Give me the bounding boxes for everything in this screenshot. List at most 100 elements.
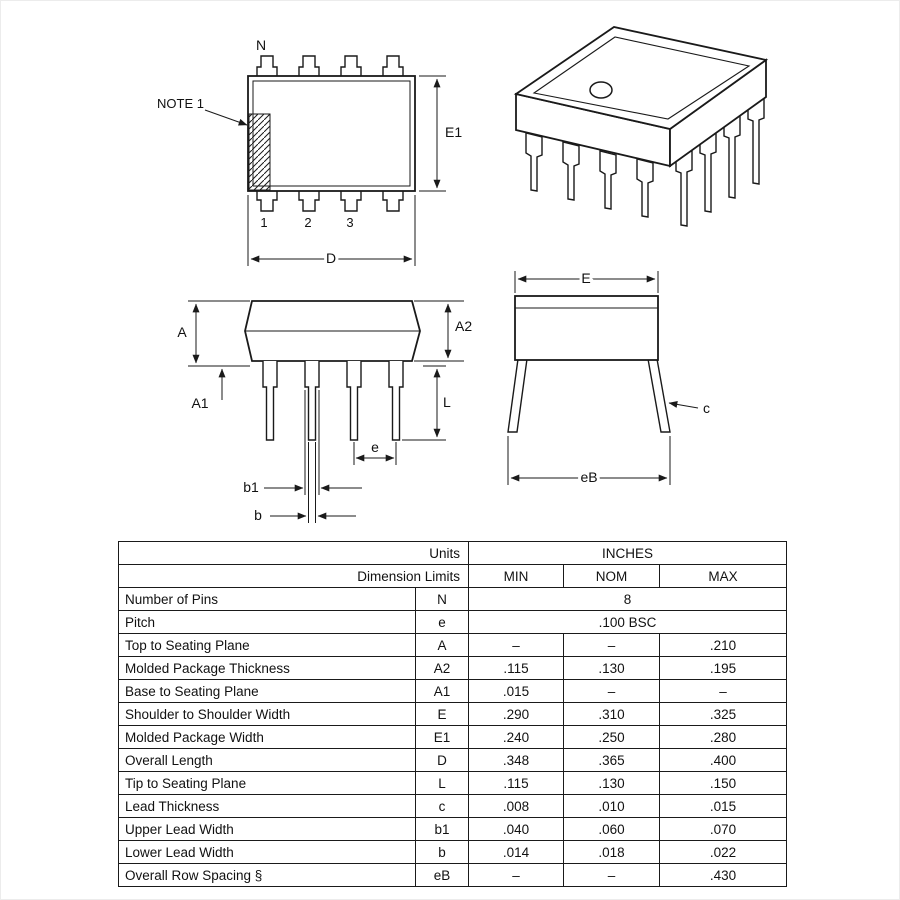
end-view-body <box>514 295 659 361</box>
row-symbol: E <box>414 702 470 726</box>
e-width-dimension <box>514 271 659 293</box>
row-min: .008 <box>468 794 565 818</box>
table-row: Base to Seating Plane A1 .015 – – <box>118 679 788 703</box>
row-symbol: b1 <box>414 817 470 841</box>
inches-header: INCHES <box>468 541 788 565</box>
e-dimension-label: e <box>371 439 379 455</box>
row-symbol: N <box>414 587 470 611</box>
table-row: Number of Pins N 8 <box>118 587 788 611</box>
l-dimension <box>402 365 446 441</box>
b1-dimension-label: b1 <box>243 479 259 495</box>
top-view-pins-lower <box>256 190 404 212</box>
lead-icon <box>699 132 717 213</box>
row-nom: .018 <box>563 840 661 864</box>
row-nom: .130 <box>563 656 661 680</box>
c-dimension-label: c <box>703 400 710 416</box>
lead-icon <box>599 150 617 210</box>
row-max: – <box>659 679 788 703</box>
row-symbol: e <box>414 610 470 634</box>
row-nom: .130 <box>563 771 661 795</box>
table-row: Top to Seating Plane A – – .210 <box>118 633 788 657</box>
iso-top-face <box>513 26 769 130</box>
row-nom: .310 <box>563 702 661 726</box>
row-name: Shoulder to Shoulder Width <box>118 702 416 726</box>
iso-front-legs <box>525 132 654 218</box>
table-row: Lead Thickness c .008 .010 .015 <box>118 794 788 818</box>
max-header: MAX <box>659 564 788 588</box>
table-row: Upper Lead Width b1 .040 .060 .070 <box>118 817 788 841</box>
table-row: Molded Package Width E1 .240 .250 .280 <box>118 725 788 749</box>
row-name: Top to Seating Plane <box>118 633 416 657</box>
row-nom: .010 <box>563 794 661 818</box>
row-nom: – <box>563 679 661 703</box>
pin1-dimple-icon <box>589 81 613 99</box>
a-dimension-label: A <box>177 324 187 340</box>
row-max: .280 <box>659 725 788 749</box>
units-header: Units <box>117 541 470 565</box>
lead-icon <box>388 361 404 441</box>
b-dimension <box>270 442 356 523</box>
row-min: .015 <box>468 679 565 703</box>
table-row: Shoulder to Shoulder Width E .290 .310 .… <box>118 702 788 726</box>
row-symbol: L <box>414 771 470 795</box>
e-width-dimension-label: E <box>581 270 590 286</box>
lead-icon <box>346 361 362 441</box>
side-view-drawing: A A1 A2 L e b1 b <box>177 300 472 523</box>
note1-leader-arrow <box>204 109 248 126</box>
row-symbol: E1 <box>414 725 470 749</box>
row-min: – <box>468 633 565 657</box>
row-max: .070 <box>659 817 788 841</box>
lead-icon <box>262 361 278 441</box>
row-name: Molded Package Width <box>118 725 416 749</box>
units-header-row: Units INCHES <box>117 541 788 565</box>
row-nom: .365 <box>563 748 661 772</box>
row-min: .290 <box>468 702 565 726</box>
lead-icon <box>723 115 741 199</box>
row-max: .022 <box>659 840 788 864</box>
pin-number-3: 3 <box>346 215 353 230</box>
row-name: Lower Lead Width <box>118 840 416 864</box>
table-row: Tip to Seating Plane L .115 .130 .150 <box>118 771 788 795</box>
pin-icon <box>298 190 320 212</box>
c-leader-arrow <box>668 400 699 409</box>
lead-icon <box>507 358 528 433</box>
row-name: Overall Length <box>118 748 416 772</box>
row-symbol: b <box>414 840 470 864</box>
row-symbol: A2 <box>414 656 470 680</box>
l-dimension-label: L <box>443 394 451 410</box>
row-name: Molded Package Thickness <box>118 656 416 680</box>
dimension-limits-header-row: Dimension Limits MIN NOM MAX <box>117 564 788 588</box>
pin-number-1: 1 <box>260 215 267 230</box>
a2-dimension-label: A2 <box>455 318 472 334</box>
row-symbol: A1 <box>414 679 470 703</box>
isometric-view-drawing <box>513 26 769 227</box>
pin-icon <box>256 55 278 77</box>
lead-icon <box>747 98 765 185</box>
pin-icon <box>256 190 278 212</box>
row-symbol: A <box>414 633 470 657</box>
row-name: Tip to Seating Plane <box>118 771 416 795</box>
lead-icon <box>304 361 320 441</box>
row-name: Upper Lead Width <box>118 817 416 841</box>
row-nom: – <box>563 633 661 657</box>
row-symbol: eB <box>414 863 470 887</box>
top-view-drawing: N NOTE 1 1 2 3 E1 D <box>157 37 462 269</box>
row-nom: – <box>563 863 661 887</box>
iso-top-chamfer <box>532 36 751 120</box>
lead-icon <box>636 158 654 218</box>
min-header: MIN <box>468 564 565 588</box>
top-view-pins-upper <box>256 55 404 77</box>
row-min: .014 <box>468 840 565 864</box>
a-dimension <box>188 300 250 367</box>
e-dimension <box>353 442 397 465</box>
e1-dimension-label: E1 <box>445 124 462 140</box>
b-dimension-label: b <box>254 507 262 523</box>
d-dimension-label: D <box>326 250 336 266</box>
row-max: .195 <box>659 656 788 680</box>
row-max: .210 <box>659 633 788 657</box>
table-row: Overall Row Spacing § eB – – .430 <box>118 863 788 887</box>
row-max: .400 <box>659 748 788 772</box>
dimension-table: Units INCHES Dimension Limits MIN NOM MA… <box>117 541 788 887</box>
pin-number-2: 2 <box>304 215 311 230</box>
eb-dimension-label: eB <box>580 469 597 485</box>
